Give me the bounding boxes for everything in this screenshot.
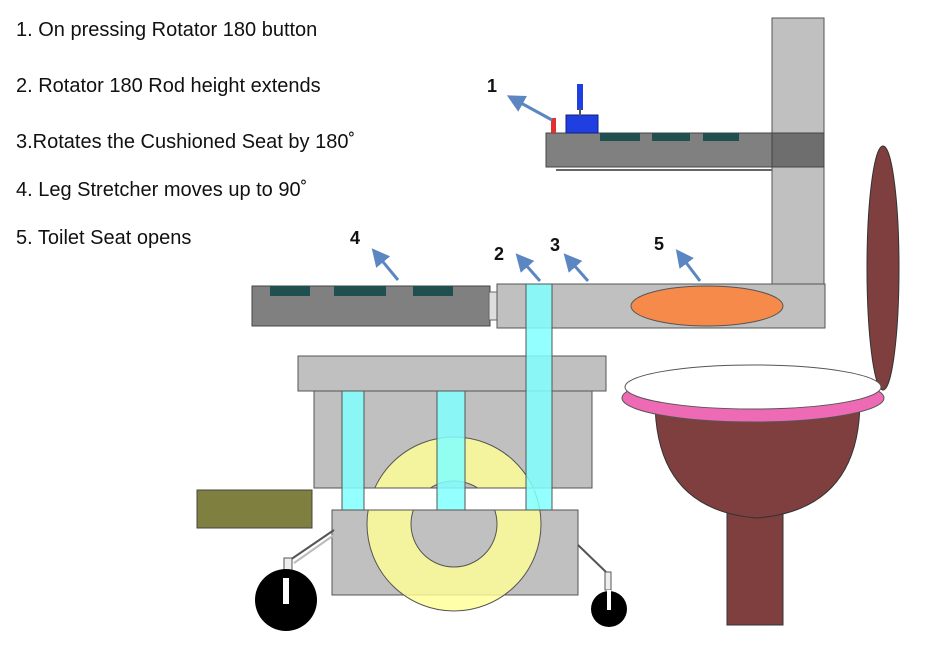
rotator-rod	[525, 283, 553, 511]
arrow-3	[563, 253, 590, 282]
left-caster-arm	[289, 529, 335, 561]
upper-slot-1	[600, 133, 640, 141]
leg-slot-2	[334, 286, 386, 296]
arrow-4	[371, 248, 400, 281]
rotator-button-rod	[577, 84, 583, 110]
step-5-text: 5. Toilet Seat opens	[16, 227, 192, 249]
callout-1: 1	[487, 76, 497, 96]
step-3-text: 3.Rotates the Cushioned Seat by 180˚	[16, 131, 356, 153]
callout-5: 5	[654, 234, 664, 254]
leg-slot-1	[270, 286, 310, 296]
right-caster-arm	[577, 544, 607, 573]
callout-2: 2	[494, 244, 504, 264]
right-caster-axle	[607, 590, 611, 610]
chair-top-slab	[297, 355, 607, 392]
rod-left	[341, 390, 365, 511]
upper-slot-3	[703, 133, 739, 141]
step-1-text: 1. On pressing Rotator 180 button	[16, 19, 318, 41]
seat-opening	[630, 285, 784, 327]
rotator-button-base	[565, 114, 599, 134]
arrow-1	[506, 95, 553, 122]
toilet-opening	[624, 364, 882, 410]
callout-3: 3	[550, 235, 560, 255]
step-4-text: 4. Leg Stretcher moves up to 90˚	[16, 179, 308, 201]
leg-hinge	[488, 291, 498, 321]
rotator-button-red	[551, 118, 556, 133]
left-caster-arm-inner	[293, 534, 335, 564]
upper-slot-2	[652, 133, 690, 141]
left-caster-axle	[283, 578, 289, 604]
toilet-bowl	[654, 399, 861, 519]
leg-slot-3	[413, 286, 453, 296]
arrow-2	[515, 253, 542, 282]
step-2-text: 2. Rotator 180 Rod height extends	[16, 75, 321, 97]
callout-4: 4	[350, 228, 360, 248]
toilet-lid	[866, 145, 900, 391]
footrest	[196, 489, 313, 529]
right-caster-fork	[604, 571, 612, 591]
upper-seat-column-joint	[771, 132, 825, 168]
rod-middle	[436, 390, 466, 511]
arrow-5	[675, 249, 702, 282]
